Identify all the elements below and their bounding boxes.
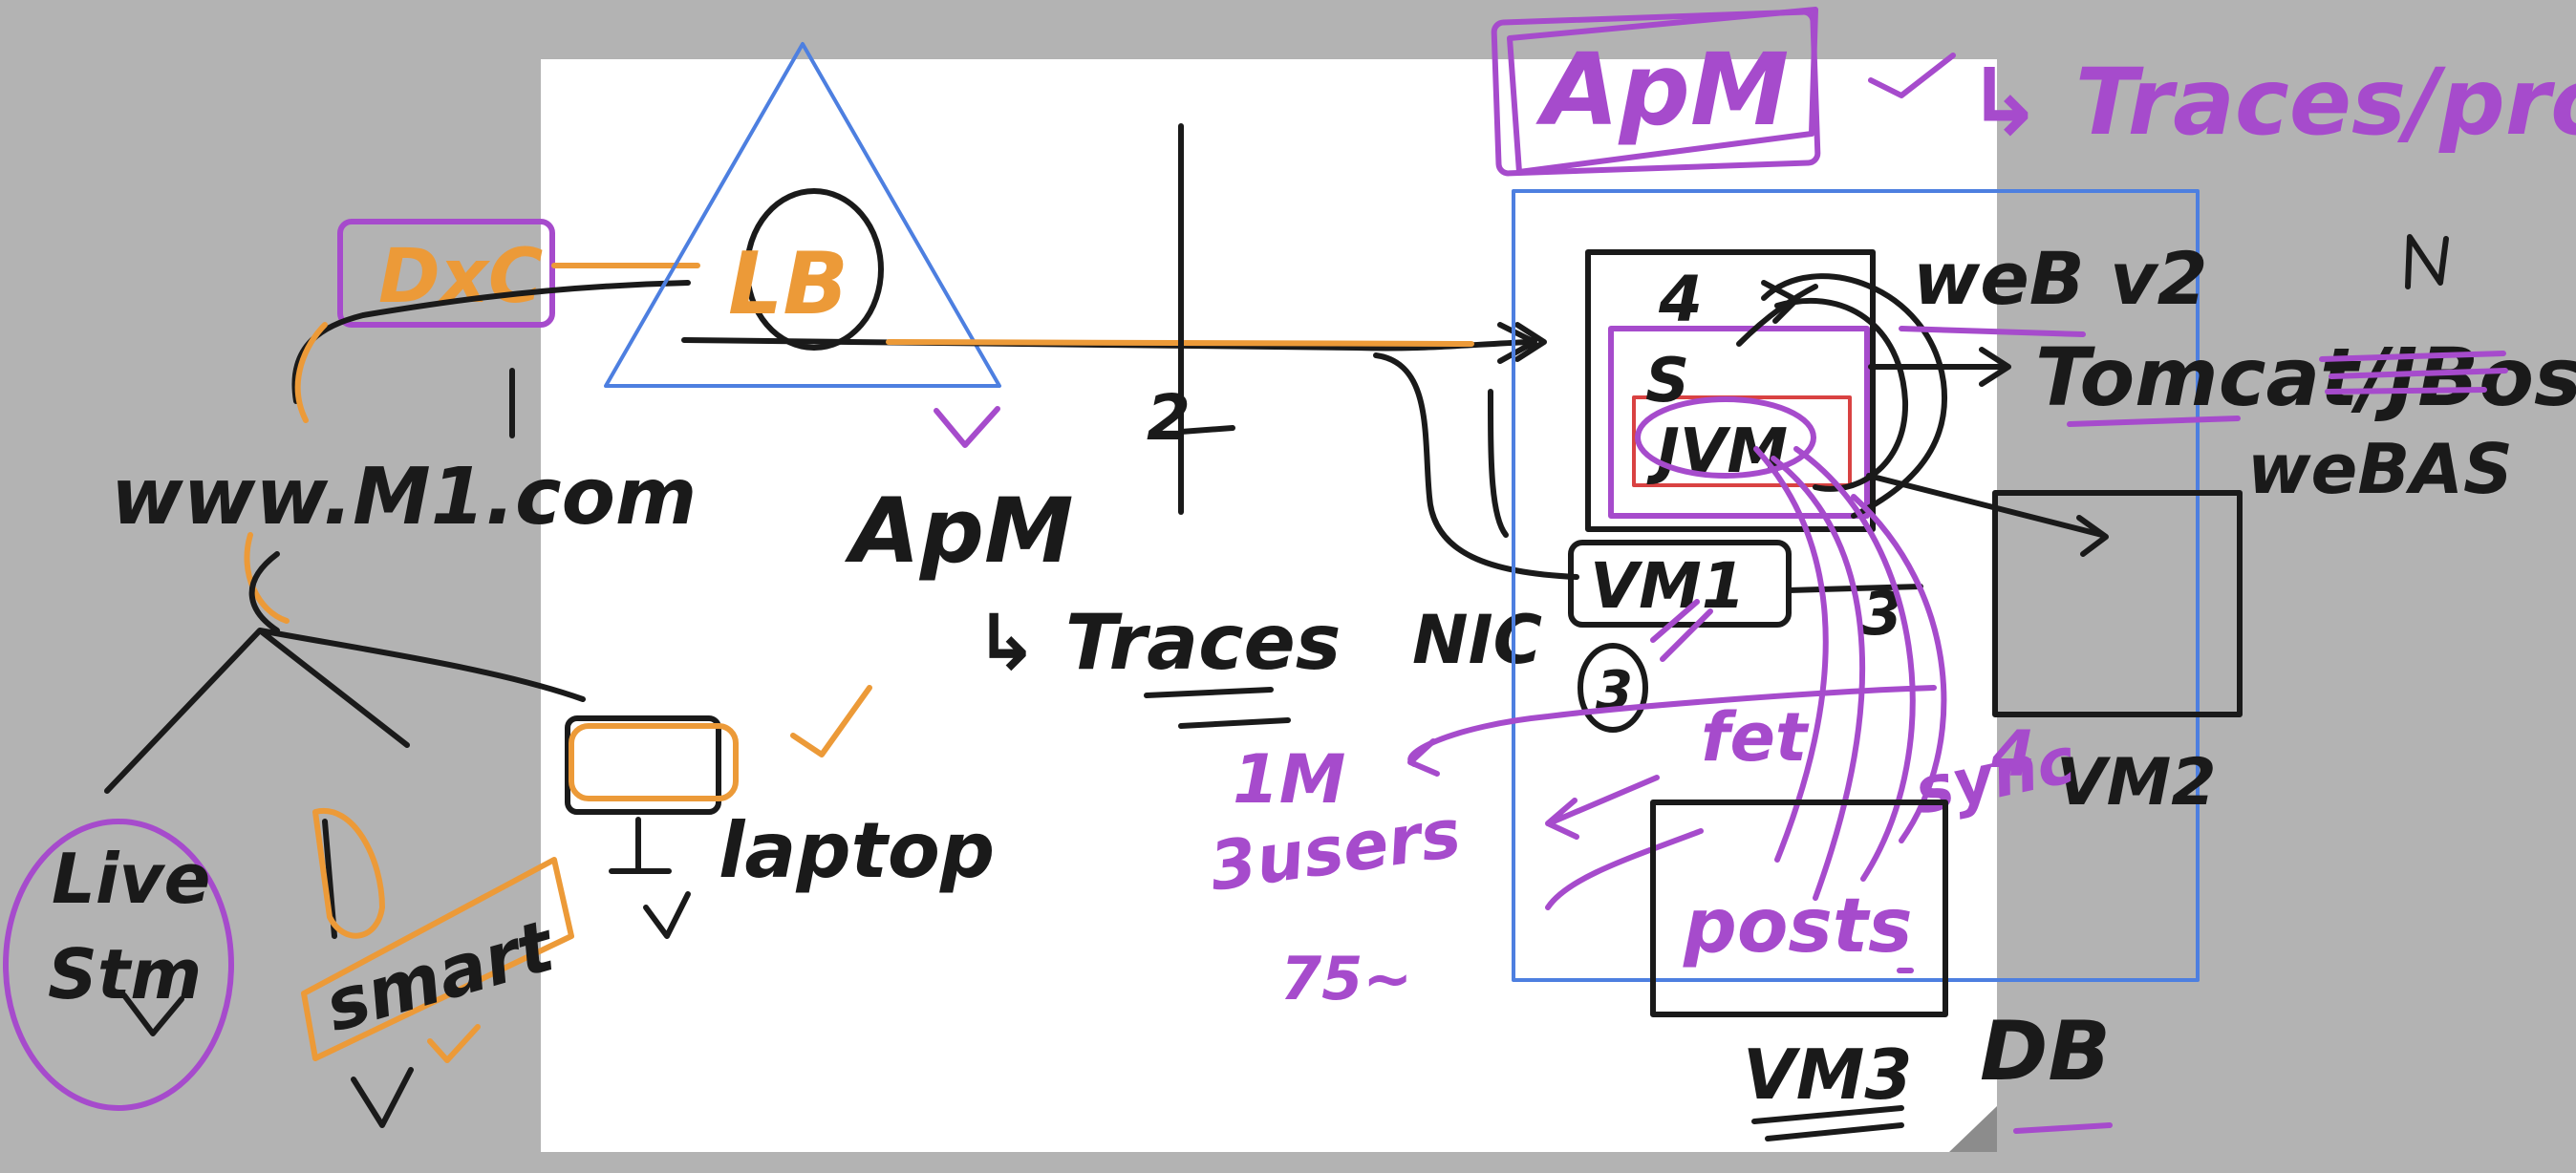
two-mark: 2 [1147,381,1191,455]
to-vm2-arrow [1866,473,2109,557]
traces-underline [1144,687,1291,729]
vm1-server [1568,540,1792,628]
vm3-label: VM3 [1743,1034,1912,1115]
four-purple-mark: 4 [1990,717,2035,791]
tomcat-label: Tomcat/JBoss [2035,331,2576,424]
smart-label: smart [316,905,565,1048]
fet-label: fet [1701,698,1810,777]
vm2-server [1992,490,2243,717]
web-v2-underline [1899,326,2086,337]
main-traffic-line [681,337,1532,352]
vm2-label: VM2 [2056,745,2217,821]
web-bas-label: weBAS [2247,429,2513,509]
tomcat-n-mark [2405,234,2449,289]
three-circle [1578,643,1648,733]
vm1-purple-tick [1650,599,1713,662]
web-v2-loops [1736,273,1948,519]
apm-box-label: ApM [1535,32,1789,148]
page-curl [1949,1106,1997,1152]
tomcat-underline [2067,416,2241,427]
laptop-screen [565,715,721,815]
to-tomcat-arrow [1868,347,2011,387]
laptop-check [643,891,691,939]
purple-flow-lines [1407,446,1947,901]
vm3-underline [1751,1105,1904,1141]
lb-check [934,406,1000,448]
jboss-strike [2319,351,2508,395]
fet-arrow [1407,738,1440,777]
apm-header-check [1868,53,1956,98]
vm1-label: VM1 [1590,549,1746,623]
db-label: DB [1980,1004,2111,1099]
web-v2-server [1585,249,1876,532]
phone-orange [312,807,385,939]
traces-process-label: ↳ Traces/process [1966,49,2576,156]
live-check [121,992,184,1036]
smart-check [351,1067,414,1128]
two-mark-tick [1178,425,1235,435]
im-label: 1M [1233,740,1345,819]
website-label: www.M1.com [111,452,697,543]
live-stream-circle [3,819,234,1111]
nic-to-vm1-wire [1373,352,1579,580]
laptop-base [609,817,672,874]
jvm-inner-circle [1635,396,1816,479]
laptop-check-orange [790,685,872,757]
apm-left-label: ApM [844,480,1074,584]
vm3-server [1650,800,1948,1017]
apm-box-frame [1507,7,1818,175]
lb-triangle [604,42,1001,388]
dxc-box [337,219,555,328]
laptop-label: laptop [719,806,995,895]
purple-arrows-left [1545,775,1704,910]
nic-label: NIC [1412,601,1542,679]
traces-left-label: ↳ Traces [975,598,1341,687]
stm-label: Stm [48,934,202,1014]
laptop-screen-orange [569,723,739,801]
web-v2-arrow-icon [1761,280,1799,324]
board-page [541,59,1997,1152]
web-v2-four-mark: 4 [1658,263,1703,336]
db-underline [2013,1122,2113,1134]
lb-label: LB [728,234,848,334]
smart-check-orange [427,1024,481,1063]
website-branches [104,551,586,794]
web-v2-jvm-box [1608,326,1870,519]
live-label: Live [52,839,210,919]
datacenter-box [1512,189,2200,982]
web-v2-label: weB v2 [1913,236,2208,321]
lb-circle [744,188,884,351]
smart-box [301,857,574,1061]
posts-label: posts [1683,884,1913,970]
seventy-five-label: 75~ [1280,944,1412,1013]
